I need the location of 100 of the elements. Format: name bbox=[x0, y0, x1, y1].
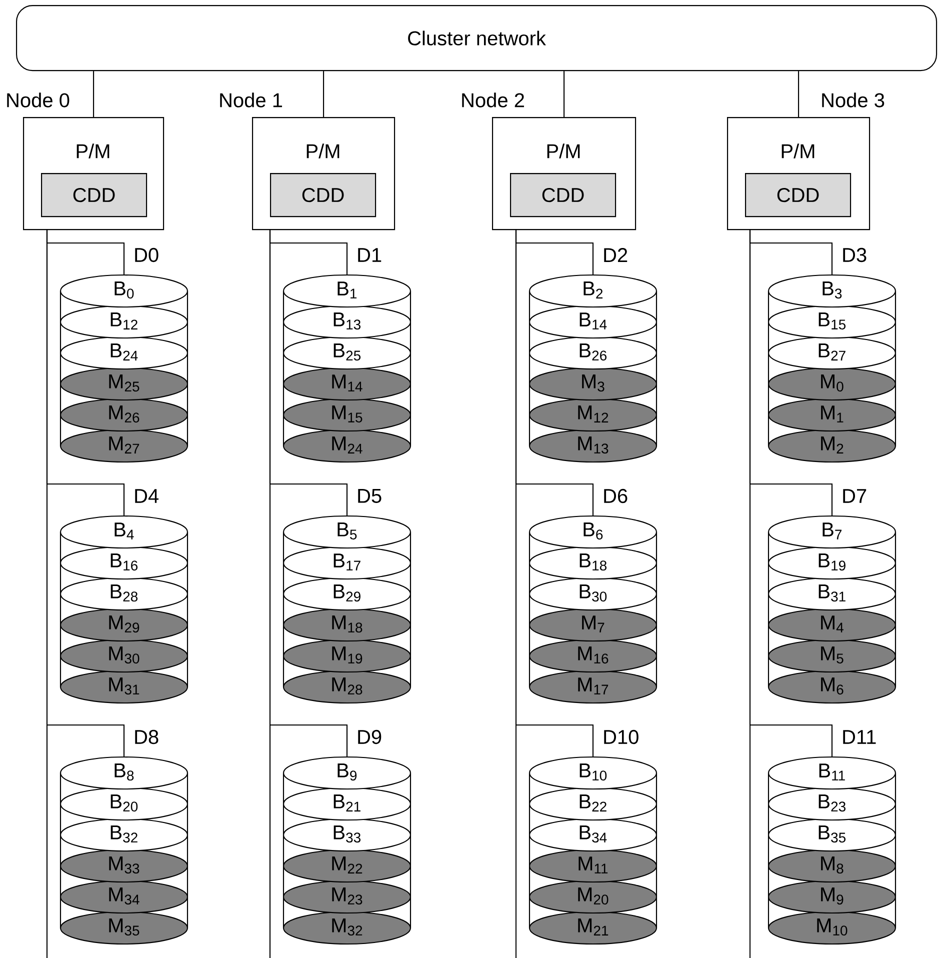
node-label: B$_{0}$ bbox=[114, 281, 134, 299]
node-label: M$_{35}$ bbox=[109, 918, 140, 936]
node-label: M$_{9}$ bbox=[821, 887, 844, 905]
node-label: B$_{11}$ bbox=[819, 764, 845, 780]
node-label: M$_{14}$ bbox=[332, 374, 362, 392]
disk-label: D6 bbox=[604, 488, 628, 504]
disk-stack: B$_{3}$ B$_{15}$ B$_{27}$ M$_{0}$ M$_{1}$ M$_{2}$ bbox=[768, 274, 896, 463]
node-label: B$_{33}$ bbox=[334, 825, 361, 843]
node-label: M$_{12}$ bbox=[578, 406, 608, 422]
node-label: B$_{29}$ bbox=[334, 584, 360, 602]
disk-label: D1 bbox=[358, 248, 382, 262]
node-label: B$_{1}$ bbox=[338, 282, 357, 298]
node-label: M$_{23}$ bbox=[332, 887, 362, 905]
node-label: B$_{35}$ bbox=[818, 825, 846, 843]
disk-label: D3 bbox=[843, 248, 866, 262]
node-label: B$_{9}$ bbox=[338, 763, 357, 781]
node-label: Node 3 bbox=[822, 92, 884, 108]
connector-line bbox=[46, 230, 125, 757]
node-label: B$_{24}$ bbox=[110, 344, 138, 360]
disk-label: D8 bbox=[135, 730, 158, 744]
node-label: M$_{26}$ bbox=[109, 405, 140, 423]
node-label: M$_{29}$ bbox=[109, 615, 140, 633]
node-label: Node 1 bbox=[220, 92, 282, 108]
node-label: B$_{23}$ bbox=[818, 794, 846, 812]
node-label: M$_{33}$ bbox=[109, 856, 140, 874]
node-label: B$_{28}$ bbox=[110, 584, 138, 602]
node-label: M$_{34}$ bbox=[109, 887, 140, 905]
node-label: M$_{15}$ bbox=[332, 406, 362, 422]
node-label: M$_{17}$ bbox=[578, 678, 608, 694]
node-label: M$_{13}$ bbox=[578, 436, 608, 454]
disk-stack: B$_{10}$ B$_{22}$ B$_{34}$ M$_{11}$ M$_{20}$ M$_{21}$ bbox=[528, 756, 658, 945]
node-label: Node 2 bbox=[462, 92, 524, 108]
disk-stack: B$_{7}$ B$_{19}$ B$_{31}$ M$_{4}$ M$_{5}$ M$_{6}$ bbox=[768, 515, 896, 704]
node-label: B$_{3}$ bbox=[822, 281, 842, 299]
node-label: B$_{2}$ bbox=[584, 282, 603, 298]
disk-label: D4 bbox=[135, 489, 158, 503]
node-label: B$_{31}$ bbox=[818, 584, 846, 602]
node-label: B$_{6}$ bbox=[584, 522, 603, 540]
disk-label: D9 bbox=[358, 730, 382, 744]
disk-label: D0 bbox=[135, 248, 158, 262]
node-label: M$_{21}$ bbox=[578, 918, 608, 936]
node-label: B$_{17}$ bbox=[334, 554, 360, 570]
node-label: M$_{19}$ bbox=[332, 646, 362, 664]
node-label: B$_{14}$ bbox=[580, 312, 607, 330]
node-label: B$_{16}$ bbox=[110, 553, 138, 571]
node-label: M$_{20}$ bbox=[578, 887, 608, 905]
node-label: B$_{27}$ bbox=[818, 344, 846, 360]
node-label: M$_{18}$ bbox=[332, 615, 362, 633]
node-label: M$_{32}$ bbox=[332, 918, 362, 936]
node-label: B$_{22}$ bbox=[580, 794, 606, 812]
node-label: B$_{25}$ bbox=[334, 343, 361, 361]
node-label: B$_{15}$ bbox=[818, 312, 846, 330]
disk-stack: B$_{5}$ B$_{17}$ B$_{29}$ M$_{18}$ M$_{19}$ M$_{28}$ bbox=[282, 515, 412, 704]
node-label: M$_{6}$ bbox=[821, 677, 844, 695]
connector-line bbox=[93, 71, 94, 117]
node-label: B$_{10}$ bbox=[580, 763, 607, 781]
node-label: B$_{30}$ bbox=[580, 584, 607, 602]
node-label: M$_{1}$ bbox=[821, 406, 844, 422]
connector-line bbox=[515, 230, 594, 757]
cdd-box: CDD bbox=[510, 173, 616, 218]
disk-stack: B$_{8}$ B$_{20}$ B$_{32}$ M$_{33}$ M$_{34}$ M$_{35}$ bbox=[60, 756, 188, 945]
node-label: B$_{20}$ bbox=[110, 794, 138, 812]
connector-line bbox=[564, 71, 565, 117]
node-label: M$_{8}$ bbox=[821, 856, 844, 874]
node-label: B$_{18}$ bbox=[580, 553, 607, 571]
disk-stack: B$_{1}$ B$_{13}$ B$_{25}$ M$_{14}$ M$_{15}$ M$_{24}$ bbox=[282, 274, 412, 463]
node-label: B$_{34}$ bbox=[580, 825, 607, 843]
cdd-box: CDD bbox=[41, 173, 148, 218]
node-label: M$_{25}$ bbox=[109, 374, 140, 392]
node-label: M$_{10}$ bbox=[817, 918, 848, 936]
node-label: M$_{22}$ bbox=[332, 856, 362, 874]
connector-line bbox=[323, 71, 324, 117]
node-label: M$_{27}$ bbox=[109, 436, 140, 454]
node-label: Node 0 bbox=[7, 92, 70, 108]
cdd-box: CDD bbox=[270, 173, 376, 218]
node-label: M$_{24}$ bbox=[332, 436, 362, 454]
node-label: B$_{13}$ bbox=[334, 312, 361, 330]
disk-stack: B$_{9}$ B$_{21}$ B$_{33}$ M$_{22}$ M$_{23}$ M$_{32}$ bbox=[282, 756, 412, 945]
node-label: M$_{0}$ bbox=[821, 374, 844, 392]
disk-label: D10 bbox=[604, 730, 638, 744]
node-label: B$_{7}$ bbox=[822, 522, 842, 540]
node-label: B$_{19}$ bbox=[818, 553, 846, 571]
node-label: M$_{4}$ bbox=[821, 616, 844, 632]
disk-stack: B$_{6}$ B$_{18}$ B$_{30}$ M$_{7}$ M$_{16}$ M$_{17}$ bbox=[528, 515, 658, 704]
disk-stack: B$_{0}$ B$_{12}$ B$_{24}$ M$_{25}$ M$_{26}$ M$_{27}$ bbox=[60, 274, 188, 463]
node-label: M$_{2}$ bbox=[821, 436, 844, 454]
node-label: B$_{12}$ bbox=[110, 312, 138, 330]
node-label: B$_{5}$ bbox=[338, 522, 357, 540]
disk-label: D2 bbox=[604, 248, 628, 262]
node-label: M$_{11}$ bbox=[578, 856, 608, 874]
connector-line bbox=[749, 230, 833, 757]
node-label: B$_{26}$ bbox=[580, 343, 607, 361]
node-label: M$_{3}$ bbox=[582, 374, 604, 392]
disk-label: D5 bbox=[358, 489, 382, 503]
node-label: M$_{30}$ bbox=[109, 646, 140, 664]
disk-stack: B$_{2}$ B$_{14}$ B$_{26}$ M$_{3}$ M$_{12}$ M$_{13}$ bbox=[528, 274, 658, 463]
connector-line bbox=[269, 230, 348, 757]
disk-stack: B$_{11}$ B$_{23}$ B$_{35}$ M$_{8}$ M$_{9}$ M$_{10}$ bbox=[768, 756, 896, 945]
cdd-box: CDD bbox=[745, 173, 852, 218]
node-label: M$_{16}$ bbox=[578, 646, 608, 664]
